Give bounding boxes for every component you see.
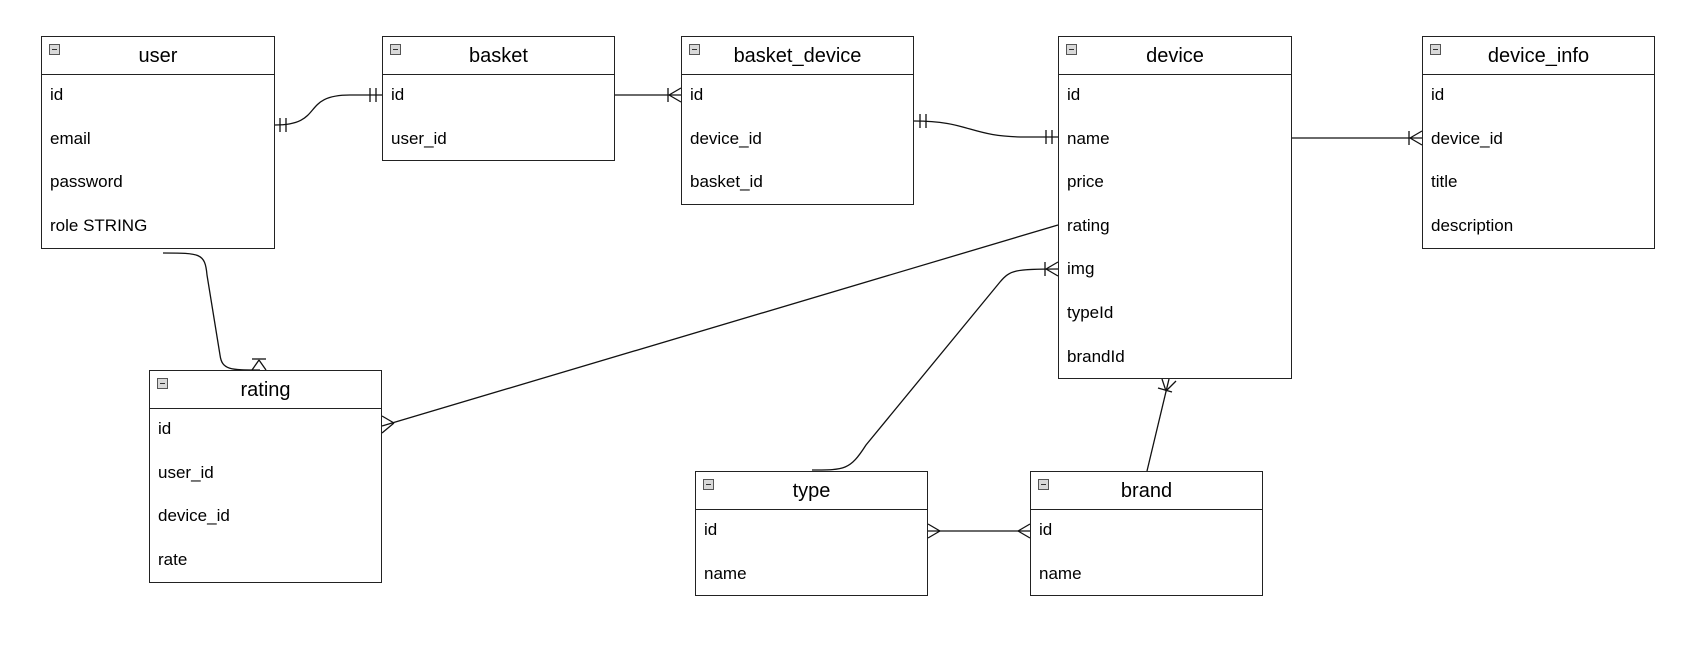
entity-header: device [1059,37,1291,75]
field-row[interactable]: rate [158,549,188,569]
entity-basket-device[interactable]: basket_device id device_id basket_id [681,36,914,205]
edge-type-device[interactable] [811,268,1059,471]
field-row[interactable]: description [1431,215,1514,235]
field-row[interactable]: id [158,419,172,438]
entity-title: device [1146,45,1204,67]
field-row[interactable]: typeId [1067,302,1114,322]
field-row[interactable]: img [1067,259,1095,279]
entity-header: rating [150,371,381,409]
field-row[interactable]: role STRING [50,215,148,235]
field-row[interactable]: brandId [1067,346,1125,366]
field-row[interactable]: title [1431,172,1458,192]
entity-type[interactable]: type id name [695,471,928,596]
entity-header: device_info [1423,37,1654,75]
field-row[interactable]: email [50,128,91,148]
entity-header: type [696,472,927,510]
field-row[interactable]: password [50,172,123,192]
entity-title: device_info [1487,45,1590,67]
field-row[interactable]: device_id [690,128,762,148]
field-row[interactable]: id [391,85,405,104]
field-row[interactable]: id [1067,85,1081,104]
collapse-icon[interactable] [49,44,60,55]
edge-basketdevice-device-end-left [919,114,927,128]
field-row[interactable]: basket_id [690,172,763,192]
edge-user-basket-end-user [279,118,287,132]
edge-basket-basketdevice-end [667,87,682,103]
collapse-icon[interactable] [1066,44,1077,55]
field-row[interactable]: id [704,520,718,539]
edge-type-brand-end-type [927,523,941,539]
entity-header: basket_device [682,37,913,75]
field-row[interactable]: id [1039,520,1053,539]
edge-device-rating-end [381,415,395,434]
field-row[interactable]: name [1067,128,1110,148]
entity-device[interactable]: device id name price rating img typeId brandId [1058,36,1292,379]
entity-title: basket_device [733,45,862,67]
field-row[interactable]: name [704,563,747,583]
entity-user[interactable]: user id email password role STRING [41,36,275,249]
collapse-icon[interactable] [1038,479,1049,490]
entity-brand[interactable]: brand id name [1030,471,1263,596]
collapse-icon[interactable] [689,44,700,55]
edge-type-brand-end-brand [1017,523,1031,539]
edge-brand-device-end [1157,378,1177,393]
collapse-icon[interactable] [157,378,168,389]
edge-basketdevice-device-end-right [1045,130,1053,144]
field-row[interactable]: device_id [1431,128,1503,148]
edge-user-basket[interactable] [274,94,382,126]
field-row[interactable]: user_id [391,128,447,148]
edge-brand-device[interactable] [1146,378,1170,472]
entity-title: brand [1120,480,1173,502]
edge-device-rating[interactable] [381,224,1059,427]
entity-title: rating [240,379,291,401]
field-row[interactable]: user_id [158,462,214,482]
field-row[interactable]: id [50,85,64,104]
field-row[interactable]: id [690,85,704,104]
entity-header: user [42,37,274,75]
edge-user-rating[interactable] [162,252,261,371]
entity-basket[interactable]: basket id user_id [382,36,615,161]
edge-basketdevice-device[interactable] [913,120,1058,138]
entity-title: basket [469,45,528,67]
edge-device-deviceinfo-end [1408,130,1423,146]
entity-title: type [792,480,831,502]
edge-user-rating-end [251,358,267,371]
field-row[interactable]: price [1067,172,1104,192]
collapse-icon[interactable] [1430,44,1441,55]
collapse-icon[interactable] [390,44,401,55]
field-row[interactable]: id [1431,85,1445,104]
collapse-icon[interactable] [703,479,714,490]
edge-type-device-end [1044,261,1059,277]
field-row[interactable]: name [1039,563,1082,583]
field-row[interactable]: rating [1067,215,1110,235]
entity-header: brand [1031,472,1262,510]
entity-title: user [138,45,178,67]
entity-header: basket [383,37,614,75]
field-row[interactable]: device_id [158,506,230,526]
edge-user-basket-end-basket [369,88,377,102]
